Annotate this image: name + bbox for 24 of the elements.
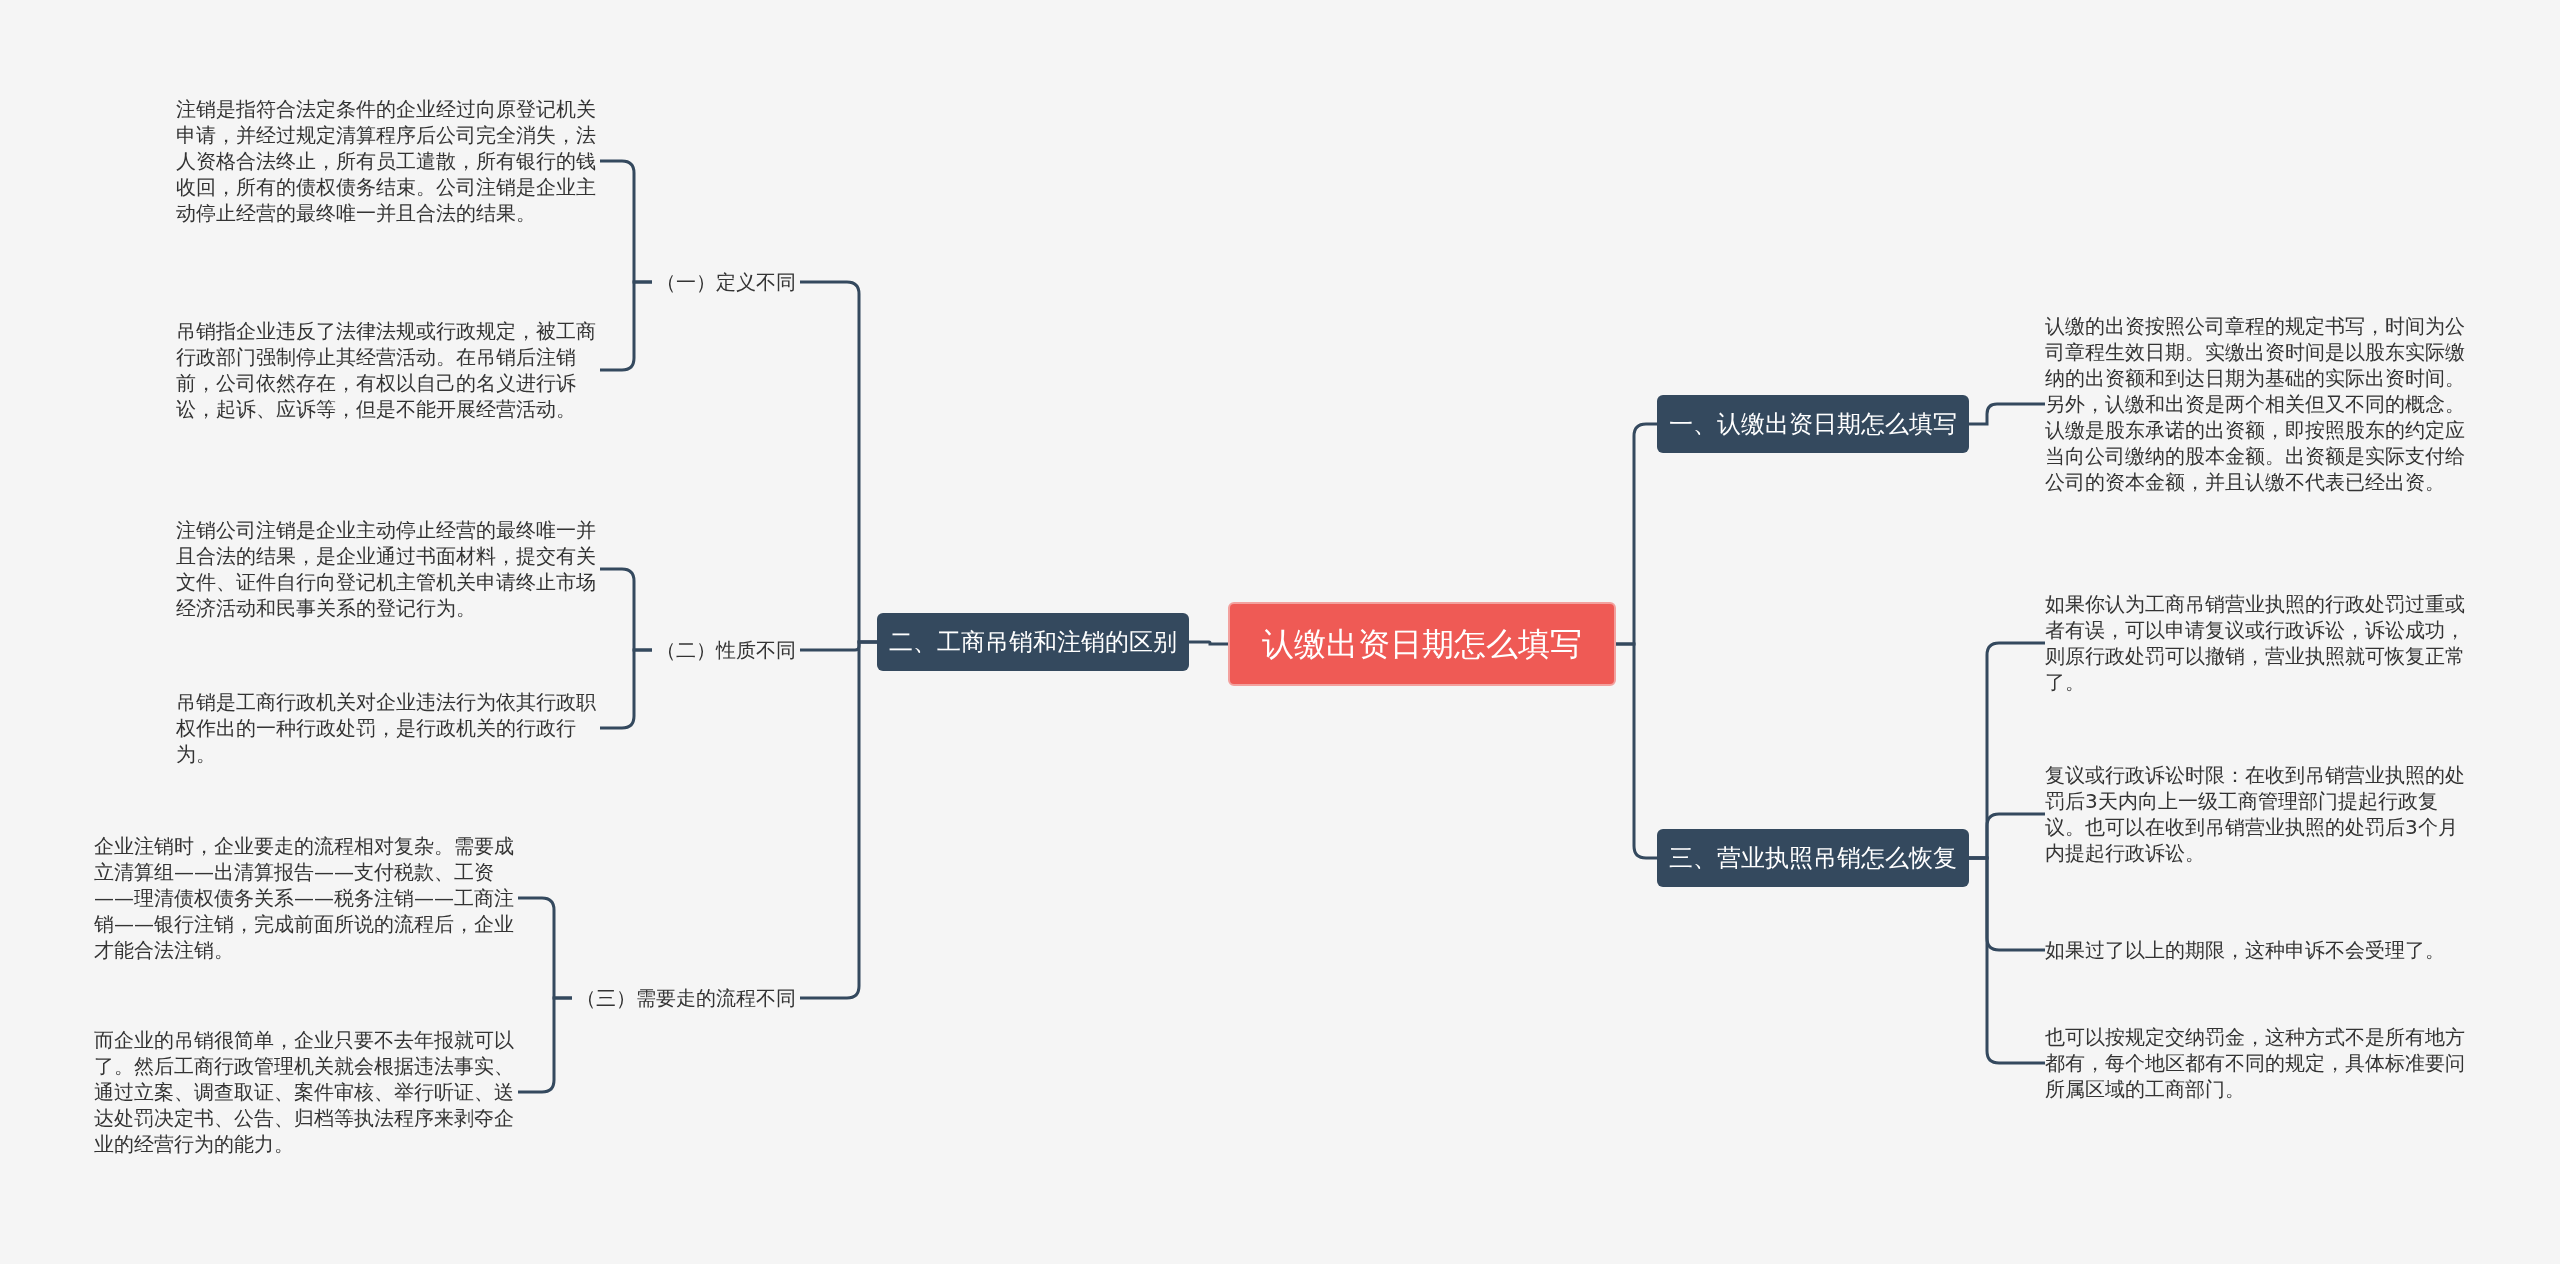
note-text: 如果过了以上的期限，这种申诉不会受理了。 [2045, 937, 2475, 963]
connector-line [1616, 642, 1657, 860]
note-text: 也可以按规定交纳罚金，这种方式不是所有地方都有，每个地区都有不同的规定，具体标准要问所属区域的工商部门。 [2045, 1024, 2475, 1102]
note-text: 而企业的吊销很简单，企业只要不去年报就可以了。然后工商行政管理机关就会根据违法事实、通过立案、调查取证、案件审核、举行听证、送达处罚决定书、公告、归档等执法程序来剥夺企业的经营行为的能力。 [94, 1027, 518, 1157]
branch-topic-box: 三、营业执照吊销怎么恢复 [1657, 829, 1969, 887]
note-text: 吊销是工商行政机关对企业违法行为依其行政职权作出的一种行政处罚，是行政机关的行政行为。 [176, 689, 600, 767]
connector-line [518, 996, 572, 1094]
connector-line [1969, 856, 2045, 1065]
connector-line [800, 640, 877, 1000]
connector-line [1189, 640, 1228, 646]
subtopic-text: （一）定义不同 [652, 268, 800, 296]
note-text: 吊销指企业违反了法律法规或行政规定，被工商行政部门强制停止其经营活动。在吊销后注销前，公司依然存在，有权以自己的名义进行诉讼，起诉、应诉等，但是不能开展经营活动。 [176, 318, 600, 422]
branch-topic-box: 二、工商吊销和注销的区别 [877, 613, 1189, 671]
connector-line [1969, 402, 2045, 426]
branch-topic-box: 一、认缴出资日期怎么填写 [1657, 395, 1969, 453]
note-text: 企业注销时，企业要走的流程相对复杂。需要成立清算组——出清算报告——支付税款、工资——理清债权债务关系——税务注销——工商注销——银行注销，完成前面所说的流程后，企业才能合法注销。 [94, 833, 518, 963]
subtopic-text: （二）性质不同 [652, 636, 800, 664]
note-text: 复议或行政诉讼时限：在收到吊销营业执照的处罚后3天内向上一级工商管理部门提起行政复议。也可以在收到吊销营业执照的处罚后3个月内提起行政诉讼。 [2045, 762, 2475, 866]
note-text: 注销公司注销是企业主动停止经营的最终唯一并且合法的结果，是企业通过书面材料，提交有关文件、证件自行向登记机主管机关申请终止市场经济活动和民事关系的登记行为。 [176, 517, 600, 621]
subtopic-text: （三）需要走的流程不同 [572, 984, 800, 1012]
central-topic-box: 认缴出资日期怎么填写 [1228, 602, 1616, 686]
note-text: 注销是指符合法定条件的企业经过向原登记机关申请，并经过规定清算程序后公司完全消失，法人资格合法终止，所有员工遣散，所有银行的钱收回，所有的债权债务结束。公司注销是企业主动停止经营的最终唯一并且合法的结果。 [176, 96, 600, 226]
note-text: 如果你认为工商吊销营业执照的行政处罚过重或者有误，可以申请复议或行政诉讼，诉讼成功，则原行政处罚可以撤销，营业执照就可恢复正常了。 [2045, 591, 2475, 695]
note-text: 认缴的出资按照公司章程的规定书写，时间为公司章程生效日期。实缴出资时间是以股东实际缴纳的出资额和到达日期为基础的实际出资时间。另外，认缴和出资是两个相关但又不同的概念。认缴是股东承诺的出资额，即按照股东的约定应当向公司缴纳的股本金额。出资额是实际支付给公司的资本金额，并且认缴不代表已经出资。 [2045, 313, 2475, 495]
